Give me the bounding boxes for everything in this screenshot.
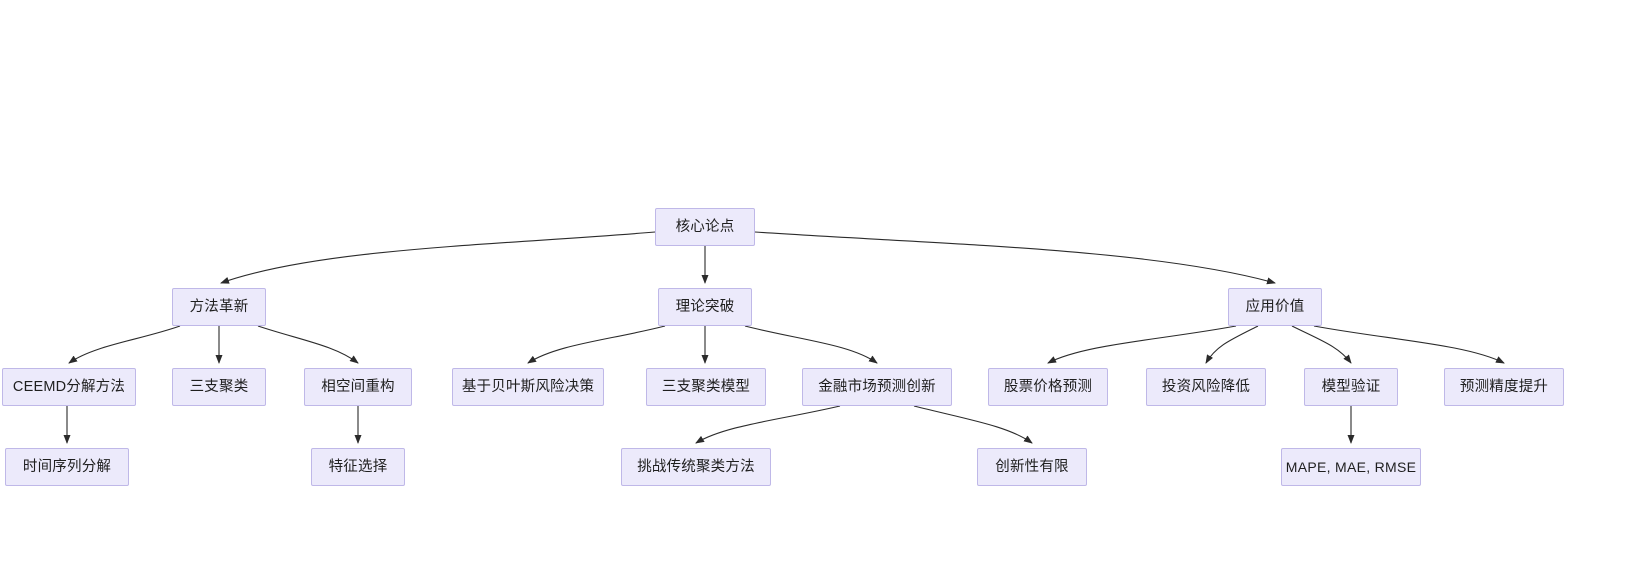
node-l3b3b[interactable]: 创新性有限 (977, 448, 1087, 486)
node-l2c1[interactable]: 股票价格预测 (988, 368, 1108, 406)
edge-l1c-to-l2c1 (1047, 325, 1237, 364)
node-label: 方法革新 (189, 298, 249, 315)
node-l2b2[interactable]: 三支聚类模型 (646, 368, 766, 406)
node-label: 应用价值 (1245, 298, 1305, 315)
edge-l1b-to-l2b3 (744, 325, 878, 364)
node-l3b3a[interactable]: 挑战传统聚类方法 (621, 448, 771, 486)
node-label: 基于贝叶斯风险决策 (461, 378, 595, 395)
node-label: 核心论点 (675, 218, 735, 235)
node-label: 投资风险降低 (1161, 378, 1251, 395)
node-l1b[interactable]: 理论突破 (658, 288, 752, 326)
node-l3a1[interactable]: 时间序列分解 (5, 448, 129, 486)
node-l2a2[interactable]: 三支聚类 (172, 368, 266, 406)
node-label: 金融市场预测创新 (818, 378, 936, 395)
edge-l2b3-to-l3b3a (695, 405, 841, 444)
node-label: 预测精度提升 (1459, 378, 1549, 395)
node-label: 股票价格预测 (1003, 378, 1093, 395)
node-label: 时间序列分解 (22, 458, 112, 475)
node-label: MAPE, MAE, RMSE (1285, 459, 1417, 475)
node-l2b1[interactable]: 基于贝叶斯风险决策 (452, 368, 604, 406)
node-l2c2[interactable]: 投资风险降低 (1146, 368, 1266, 406)
node-l2c3[interactable]: 模型验证 (1304, 368, 1398, 406)
node-label: 创新性有限 (995, 458, 1069, 475)
edge-l1a-to-l2a3 (257, 325, 359, 364)
edge-l1c-to-l2c3 (1291, 325, 1352, 364)
node-l2a3[interactable]: 相空间重构 (304, 368, 412, 406)
edge-l1c-to-l2c2 (1205, 325, 1259, 364)
node-label: 挑战传统聚类方法 (637, 458, 755, 475)
node-l2c4[interactable]: 预测精度提升 (1444, 368, 1564, 406)
node-l1a[interactable]: 方法革新 (172, 288, 266, 326)
node-label: 三支聚类 (189, 378, 249, 395)
edge-root-to-l1c (754, 231, 1276, 285)
node-label: 三支聚类模型 (661, 378, 751, 395)
node-label: CEEMD分解方法 (12, 378, 126, 395)
node-label: 模型验证 (1321, 378, 1381, 395)
node-l3a3[interactable]: 特征选择 (311, 448, 405, 486)
node-l2b3[interactable]: 金融市场预测创新 (802, 368, 952, 406)
node-label: 理论突破 (675, 298, 735, 315)
node-label: 相空间重构 (321, 378, 395, 395)
node-l3c3[interactable]: MAPE, MAE, RMSE (1281, 448, 1421, 486)
edge-root-to-l1a (220, 231, 656, 284)
edge-l1b-to-l2b1 (527, 325, 666, 364)
node-l1c[interactable]: 应用价值 (1228, 288, 1322, 326)
edges-group (63, 231, 1505, 444)
edge-l2b3-to-l3b3b (913, 405, 1033, 444)
edge-l1a-to-l2a1 (68, 325, 181, 364)
node-root[interactable]: 核心论点 (655, 208, 755, 246)
edge-l1c-to-l2c4 (1313, 325, 1505, 364)
node-label: 特征选择 (328, 458, 388, 475)
node-l2a1[interactable]: CEEMD分解方法 (2, 368, 136, 406)
